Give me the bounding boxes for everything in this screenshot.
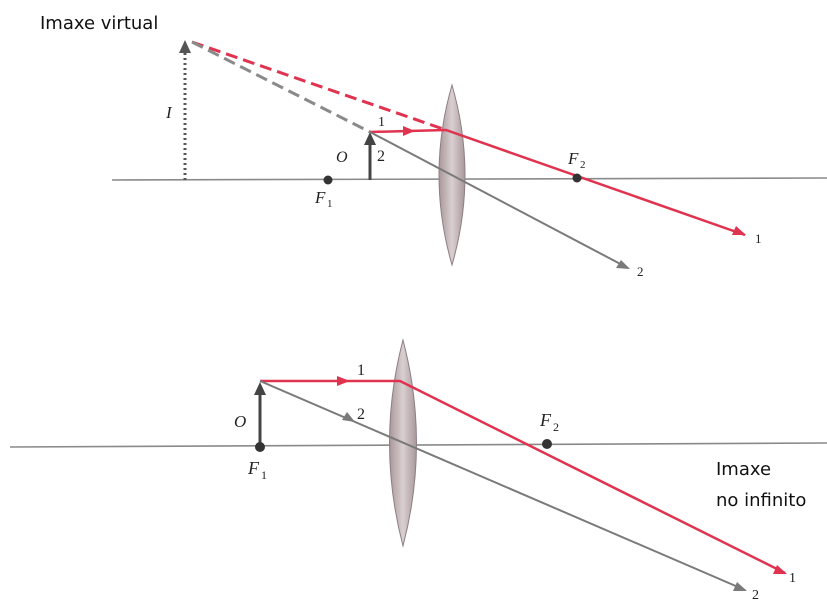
bottom-ray-1-mid-arrow [337,376,350,386]
top-caption: Imaxe virtual [40,13,158,34]
top-ray1-label-end: 1 [755,231,762,246]
top-f1-subscript: 1 [327,198,333,210]
top-image-label: I [165,103,173,122]
bottom-f2-label: F [539,410,552,430]
top-diagram: Imaxe virtual I O F 1 F 2 1 2 1 2 [40,13,827,279]
bottom-f2-subscript: 2 [553,420,559,434]
bottom-focal-point-f2 [542,439,552,449]
bottom-ray-2 [259,380,746,591]
bottom-caption-line1: Imaxe [716,459,771,480]
bottom-optical-axis [9,442,827,448]
bottom-ray2-label-end: 2 [752,588,759,603]
top-ray1-label-near: 1 [378,115,385,130]
top-f1-label: F [314,188,326,207]
top-ray-1 [369,128,746,237]
top-ray1-extension [191,40,447,132]
top-focal-point-f2 [572,173,582,183]
bottom-ray1-label-end: 1 [789,571,796,586]
bottom-ray1-label-near: 1 [357,362,365,379]
top-ray-1-end-arrow [732,226,746,235]
top-f2-label: F [567,149,579,168]
bottom-object-arrowhead [254,382,266,395]
bottom-ray-2-end-arrow [733,582,747,591]
top-ray-2 [369,131,629,269]
top-ray2-extension [191,40,371,134]
bottom-diagram: Imaxe no infinito O F 1 F 2 1 2 1 2 [9,338,827,603]
bottom-ray-1 [260,379,786,575]
top-ray-2-end-arrow [616,260,630,269]
bottom-ray-2-mid-arrow [342,412,355,422]
bottom-focal-point-f1 [255,442,265,452]
bottom-ray2-label-near: 2 [357,406,365,423]
top-virtual-image-arrowhead [179,40,191,53]
bottom-object-label: O [234,412,246,431]
bottom-f1-label: F [247,458,260,478]
bottom-caption-line2: no infinito [716,490,806,511]
top-optical-axis [111,177,827,181]
top-ray2-label-end: 2 [637,264,644,279]
bottom-f1-subscript: 1 [261,468,267,482]
top-focal-point-f1 [323,175,333,185]
top-f2-subscript: 2 [580,159,586,171]
bottom-ray-1-end-arrow [773,565,787,574]
top-ray-1-mid-arrow [403,126,415,136]
top-object-label: O [336,149,348,166]
top-object-arrowhead [364,132,376,145]
top-ray2-label-near: 2 [377,148,385,165]
